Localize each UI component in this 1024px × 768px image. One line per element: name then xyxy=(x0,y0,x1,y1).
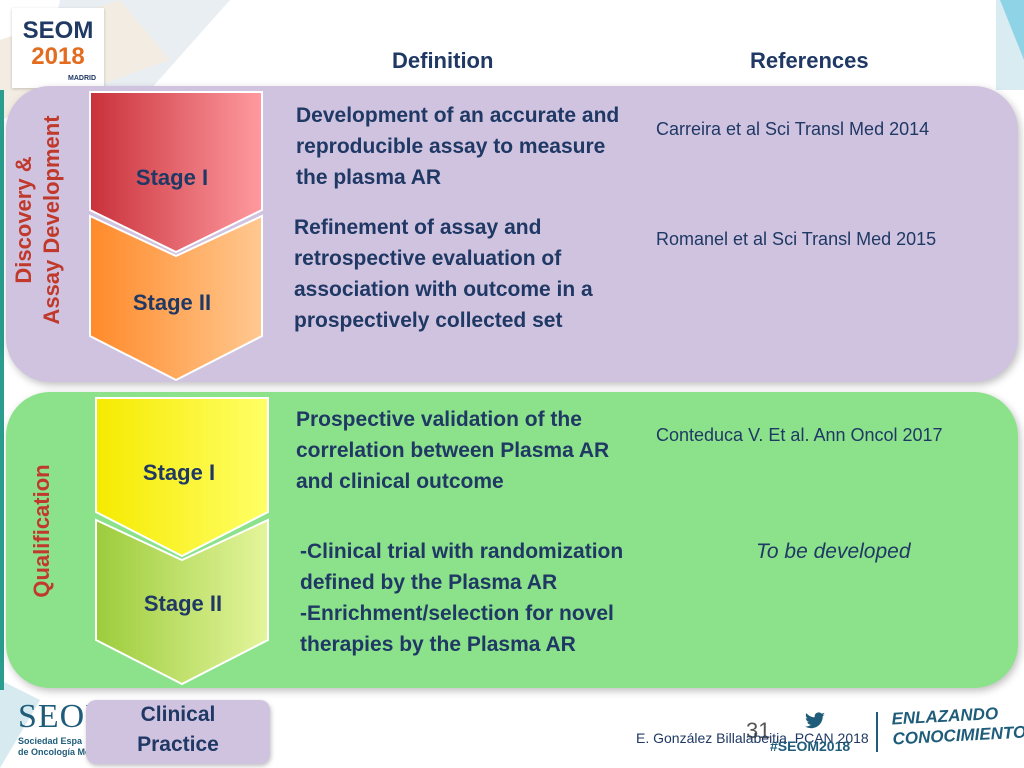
logo-city: MADRID xyxy=(68,75,96,82)
definition-line: Refinement of assay and xyxy=(294,216,542,239)
definition-line: and clinical outcome xyxy=(296,470,504,493)
stage-label: Stage II xyxy=(132,290,212,315)
footer-divider xyxy=(876,712,878,752)
footer-society-text: Sociedad Espa de Oncología Mé xyxy=(18,736,90,758)
references-header: References xyxy=(750,48,869,73)
stage-i-qualification-chevron xyxy=(95,397,269,558)
definition-line: correlation between Plasma AR xyxy=(296,439,610,462)
definition-line: defined by the Plasma AR xyxy=(300,571,558,594)
stage-label: Stage II xyxy=(143,591,223,616)
logo-year: 2018 xyxy=(31,43,84,70)
definition-discovery-stage-i: Development of an accurate and reproduci… xyxy=(296,100,619,193)
definition-line: -Enrichment/selection for novel xyxy=(300,602,614,625)
definition-line: prospectively collected set xyxy=(294,309,563,332)
clinical-practice-line2: Practice xyxy=(137,733,219,756)
reference-discovery-stage-i: Carreira et al Sci Transl Med 2014 xyxy=(656,119,930,139)
seom-2018-logo: SEOM 2018 MADRID xyxy=(12,8,104,88)
clinical-practice-box: Clinical Practice xyxy=(86,700,270,764)
hashtag: #SEOM2018 xyxy=(770,738,851,754)
stage-ii-qualification-chevron xyxy=(95,518,269,686)
definition-qualification-stage-i: Prospective validation of the correlatio… xyxy=(296,404,609,497)
definition-line: the plasma AR xyxy=(296,166,442,189)
slide-number: 31 xyxy=(746,718,771,743)
society-line: de Oncología Mé xyxy=(18,747,91,757)
definition-header: Definition xyxy=(392,48,494,73)
definition-line: -Clinical trial with randomization xyxy=(300,540,624,563)
definition-discovery-stage-ii: Refinement of assay and retrospective ev… xyxy=(294,212,593,336)
definition-line: therapies by the Plasma AR xyxy=(300,633,576,656)
stage-i-discovery-chevron xyxy=(89,91,263,254)
author-credit: E. González Billalabeitia. PCAN 2018 xyxy=(636,730,869,746)
stage-ii-discovery-chevron xyxy=(89,214,263,382)
definition-line: association with outcome in a xyxy=(294,278,593,301)
reference-qualification-stage-ii: To be developed xyxy=(756,540,911,563)
definition-qualification-stage-ii: -Clinical trial with randomization defin… xyxy=(300,536,623,660)
stage-label: Stage I xyxy=(142,460,216,485)
definition-line: reproducible assay to measure xyxy=(296,135,606,158)
definition-line: Development of an accurate and xyxy=(296,104,620,127)
slogan: ENLAZANDO CONOCIMIENTO xyxy=(891,703,1024,750)
twitter-icon xyxy=(805,712,825,729)
logo-brand: SEOM xyxy=(23,17,94,44)
definition-line: Prospective validation of the xyxy=(296,408,582,431)
clinical-practice-line1: Clinical xyxy=(140,703,216,726)
definition-line: retrospective evaluation of xyxy=(294,247,562,270)
stage-label: Stage I xyxy=(135,165,209,190)
reference-discovery-stage-ii: Romanel et al Sci Transl Med 2015 xyxy=(656,229,937,249)
reference-qualification-stage-i: Conteduca V. Et al. Ann Oncol 2017 xyxy=(656,425,943,445)
logo-graphic: SEOM 2018 MADRID xyxy=(14,10,102,86)
society-line: Sociedad Espa xyxy=(18,736,83,746)
